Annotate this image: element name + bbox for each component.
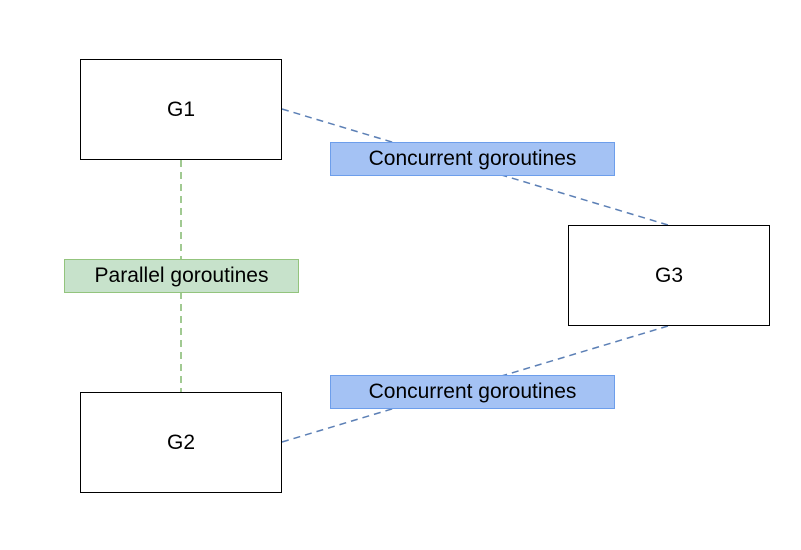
node-g2-label: G2	[166, 430, 195, 454]
node-g3-label: G3	[654, 263, 683, 287]
edge-label-text: Parallel goroutines	[94, 264, 269, 287]
node-g1: G1	[80, 59, 282, 160]
node-g2: G2	[80, 392, 282, 493]
edge-label-parallel-g1-g2: Parallel goroutines	[64, 259, 299, 293]
edge-label-text: Concurrent goroutines	[368, 380, 577, 403]
edge-label-concurrent-g1-g3: Concurrent goroutines	[330, 142, 615, 176]
node-g1-label: G1	[166, 97, 195, 121]
edge-label-text: Concurrent goroutines	[368, 147, 577, 170]
node-g3: G3	[568, 225, 770, 326]
edge-label-concurrent-g2-g3: Concurrent goroutines	[330, 375, 615, 409]
